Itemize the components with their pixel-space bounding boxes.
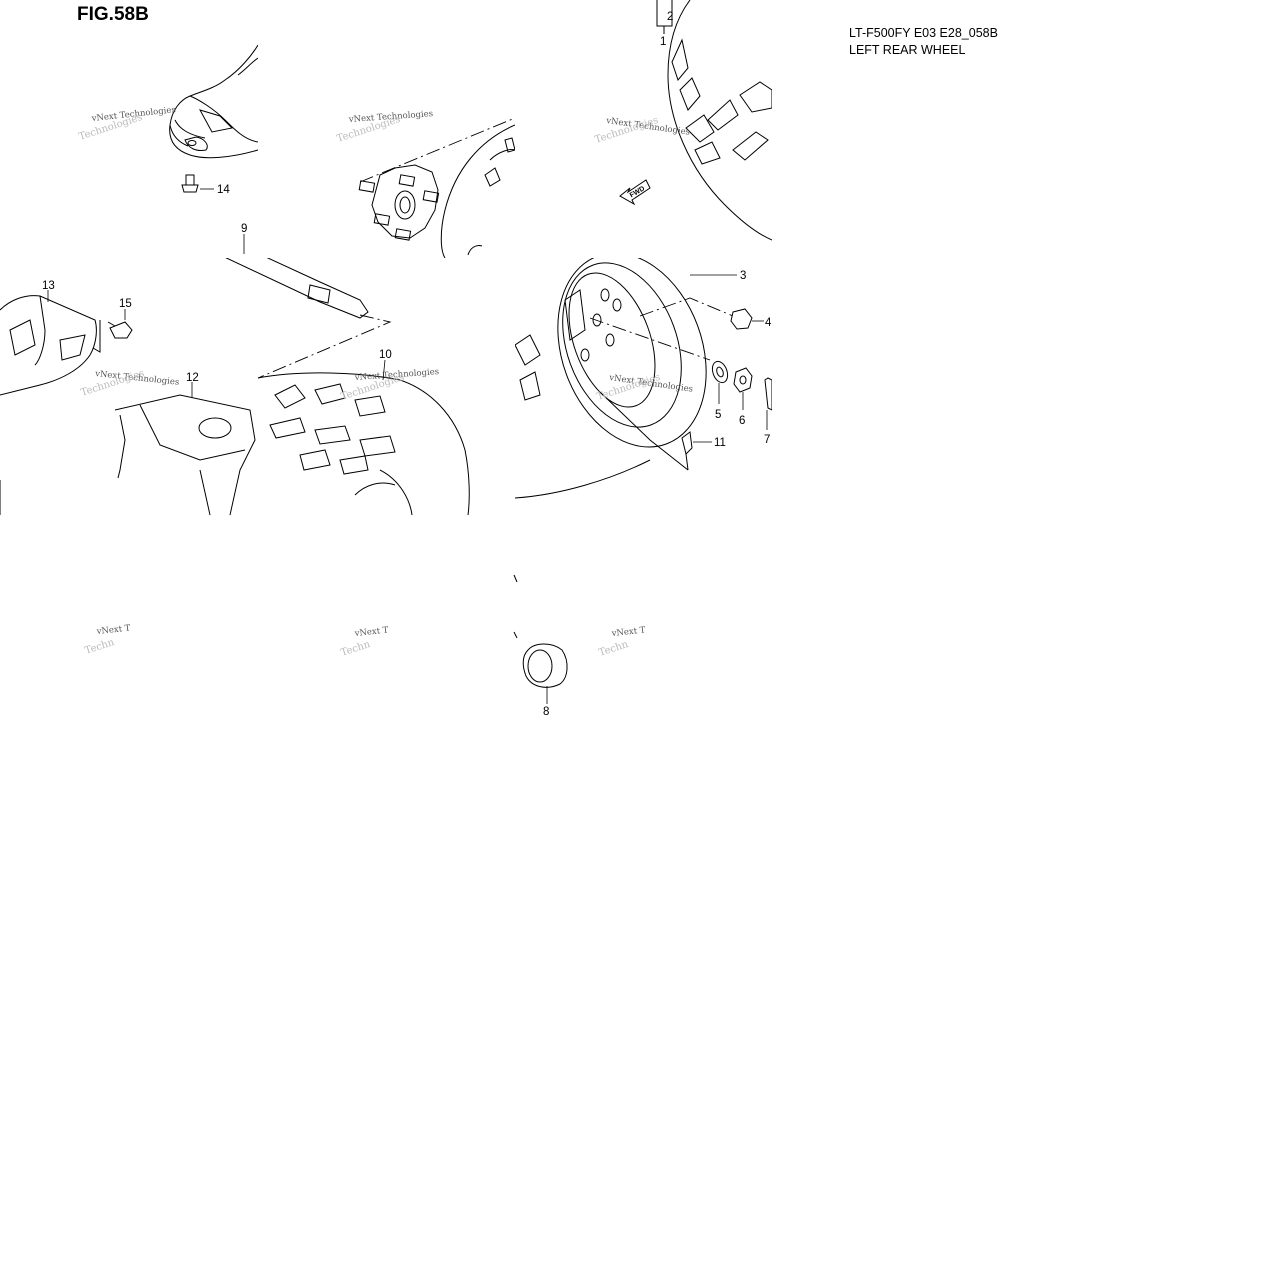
axle-and-fender-part bbox=[0, 258, 470, 516]
fwd-label: FWD bbox=[629, 185, 646, 199]
watermark-text: vNext T bbox=[353, 625, 389, 639]
wheel-hub-part bbox=[358, 117, 515, 258]
section-name: LEFT REAR WHEEL bbox=[849, 43, 966, 57]
callout-5: 5 bbox=[715, 409, 721, 421]
callout-2: 2 bbox=[667, 11, 673, 23]
callout-labels: 1 2 3 4 5 6 7 8 9 10 11 12 13 14 15 bbox=[42, 11, 772, 718]
callout-12: 12 bbox=[186, 372, 199, 384]
watermark-text: Techn bbox=[340, 639, 373, 659]
watermarks: vNext Technologies Technologies vNext Te… bbox=[78, 105, 694, 659]
model-code: LT-F500FY E03 E28_058B bbox=[849, 26, 998, 40]
wheel-rim-part bbox=[515, 258, 772, 499]
watermark-text: vNext T bbox=[95, 623, 131, 637]
hub-cap-part bbox=[513, 574, 568, 688]
watermark-text: vNext T bbox=[610, 625, 646, 639]
fwd-arrow-icon: FWD bbox=[619, 179, 651, 206]
callout-8: 8 bbox=[543, 706, 549, 718]
figure-header: LT-F500FY E03 E28_058B LEFT REAR WHEEL bbox=[849, 25, 998, 59]
callout-4: 4 bbox=[765, 317, 772, 329]
callout-9: 9 bbox=[241, 223, 247, 235]
callout-3: 3 bbox=[740, 270, 746, 282]
callout-15: 15 bbox=[119, 298, 132, 310]
leader-lines bbox=[47, 188, 768, 704]
watermark-text: Techn bbox=[84, 637, 117, 657]
callout-6: 6 bbox=[739, 415, 745, 427]
watermark-text: Techn bbox=[598, 639, 631, 659]
callout-14: 14 bbox=[217, 184, 230, 196]
upper-fender-part bbox=[169, 44, 258, 159]
figure-title: FIG.58B bbox=[77, 4, 149, 25]
callout-11: 11 bbox=[714, 437, 726, 449]
bolt-14-part bbox=[181, 174, 199, 193]
callout-13: 13 bbox=[42, 280, 55, 292]
callout-10: 10 bbox=[379, 349, 392, 361]
callout-1: 1 bbox=[660, 36, 666, 48]
callout-7: 7 bbox=[764, 434, 770, 446]
